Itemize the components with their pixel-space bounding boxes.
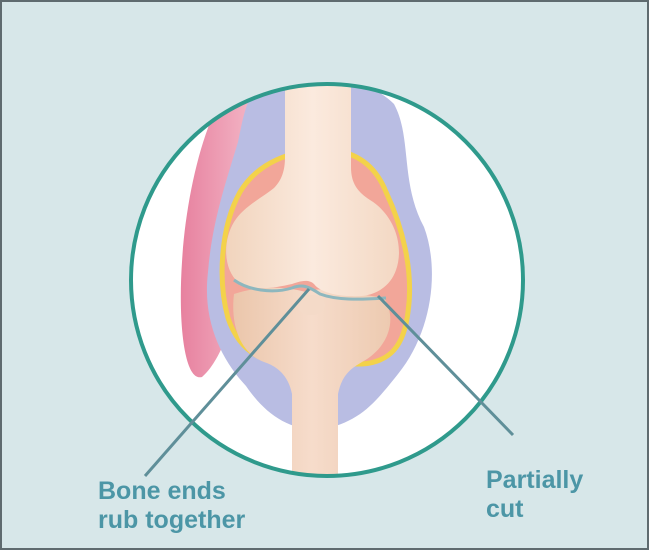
label-bone-ends-line-2: rub together xyxy=(98,506,245,535)
label-partially-cut-line-2: cut xyxy=(486,495,583,524)
label-bone-ends-line-1: Bone ends xyxy=(98,477,245,506)
label-bone-ends: Bone ends rub together xyxy=(98,477,245,535)
label-partially-cut: Partially cut xyxy=(486,466,583,524)
label-partially-cut-line-1: Partially xyxy=(486,466,583,495)
